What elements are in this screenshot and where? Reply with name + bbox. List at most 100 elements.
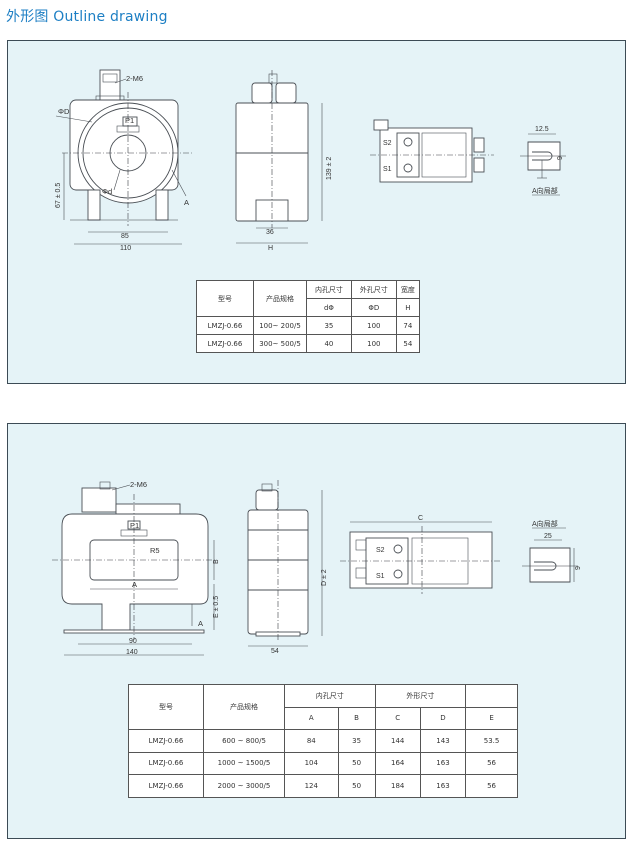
top-view-2: C S2 S1 [340, 515, 500, 594]
table-row: LMZJ-0.66 600 ~ 800/5 84 35 144 143 53.5 [128, 729, 518, 753]
front-view-1: 2-M6 P1 ΦD Φd A 67 ± 0.5 85 110 [55, 69, 192, 252]
hole-leader [114, 78, 127, 84]
phid-leader [113, 169, 121, 191]
dim-A-inner: A [132, 580, 137, 589]
t2-cell-A: 124 [284, 774, 339, 798]
side-view-1: 139 ± 2 36 H [235, 70, 333, 252]
terminal-base [95, 95, 125, 101]
s2-label: S2 [383, 140, 392, 147]
detail-A-2: A向局部 25 9 [522, 519, 582, 583]
side-terminal-2 [255, 489, 279, 511]
t1-cell-D: 100 [350, 334, 397, 353]
terminal-screw [102, 73, 118, 83]
t2-cell-E: 56 [465, 774, 518, 798]
view-A-arrow [171, 169, 187, 197]
t2-cell-B: 50 [337, 751, 376, 775]
dim-B-text: B [213, 559, 220, 564]
s1-label-2: S1 [376, 573, 385, 580]
detail-dim-25: 25 [544, 533, 552, 540]
r5-label: R5 [150, 546, 160, 555]
dim-54-text: 54 [271, 648, 279, 655]
terminal-s1-screw-2 [393, 569, 403, 579]
table-row: LMZJ-0.66 2000 ~ 3000/5 124 50 184 163 5… [128, 774, 518, 798]
dim-85-text: 85 [121, 233, 129, 240]
t2-sub-D: D [419, 706, 467, 730]
t2-sub-B: B [337, 706, 376, 730]
page-title: 外形图 Outline drawing [6, 9, 168, 25]
t1-header-spec: 产品规格 [253, 280, 307, 317]
terminal-screw-2 [99, 481, 111, 490]
table-row: LMZJ-0.66 1000 ~ 1500/5 104 50 164 163 5… [128, 751, 518, 775]
t2-cell-C: 164 [374, 751, 421, 775]
dim-H-text: H [268, 245, 273, 252]
t2-cell-model: LMZJ-0.66 [128, 751, 204, 775]
t2-sub-C: C [374, 706, 421, 730]
t2-header-blank [465, 684, 518, 708]
t2-cell-C: 184 [374, 774, 421, 798]
t2-cell-D: 143 [419, 729, 467, 753]
t1-cell-H: 54 [395, 334, 421, 353]
t2-cell-B: 50 [337, 774, 376, 798]
dim-90-text: 90 [129, 638, 137, 645]
t2-sub-E: E [465, 706, 518, 730]
side-view-2: D ± 2 54 [247, 480, 328, 655]
side-screw [268, 73, 278, 84]
t2-cell-B: 35 [337, 729, 376, 753]
view-A-label: A [184, 198, 189, 207]
t1-header-width: 宽度 [395, 280, 421, 299]
t2-cell-model: LMZJ-0.66 [128, 729, 204, 753]
top-tab-r1 [473, 137, 485, 153]
dim-D-text: D ± 2 [321, 569, 328, 586]
top-tab-2b [355, 567, 367, 579]
t2-cell-spec: 600 ~ 800/5 [203, 729, 285, 753]
t2-cell-spec: 2000 ~ 3000/5 [203, 774, 285, 798]
terminal-s2-screw-2 [393, 544, 403, 554]
detail-caption-2: A向局部 [532, 519, 558, 528]
s2-label-2: S2 [376, 547, 385, 554]
dim-139-text: 139 ± 2 [326, 157, 333, 180]
detail-dim-125: 12.5 [535, 126, 549, 133]
phid-label: Φd [102, 187, 112, 196]
t1-cell-d: 40 [306, 334, 352, 353]
top-tab-tl [373, 119, 389, 131]
table-row: LMZJ-0.66 300~ 500/5 40 100 54 [196, 334, 421, 353]
p1-label: P1 [125, 116, 134, 125]
dim-E-text: E ± 0.5 [213, 596, 220, 618]
p1-label-2: P1 [130, 521, 139, 530]
t2-cell-E: 53.5 [465, 729, 518, 753]
t2-header-model: 型号 [128, 684, 204, 730]
t2-sub-A: A [284, 706, 339, 730]
t2-cell-C: 144 [374, 729, 421, 753]
phiD-leader [55, 115, 93, 123]
spec-table-2: 型号 产品规格 内孔尺寸 外形尺寸 A B C D E LMZJ-0.66 60… [128, 684, 518, 798]
detail-caption: A向局部 [532, 186, 558, 195]
top-rail [115, 503, 181, 515]
dim-C-text: C [418, 515, 423, 522]
t1-cell-spec: 300~ 500/5 [253, 334, 307, 353]
hole-label-2: 2-M6 [130, 480, 147, 489]
top-view-1: S2 S1 [370, 119, 494, 183]
dim-110-text: 110 [120, 245, 131, 252]
side-terminal-right [275, 82, 297, 104]
t2-cell-model: LMZJ-0.66 [128, 774, 204, 798]
terminal-block-2 [81, 487, 117, 513]
detail-plate-2 [529, 547, 571, 583]
terminal-s1-screw [403, 163, 413, 173]
t2-cell-A: 104 [284, 751, 339, 775]
hole-label: 2-M6 [126, 74, 143, 83]
side-screw-2 [261, 483, 273, 492]
t2-cell-A: 84 [284, 729, 339, 753]
dim-67-text: 67 ± 0.5 [55, 183, 62, 208]
s1-label: S1 [383, 166, 392, 173]
t2-header-spec: 产品规格 [203, 684, 285, 730]
phiD-label: ΦD [58, 107, 70, 116]
spec-table-1: 型号 产品规格 内孔尺寸 外孔尺寸 宽度 dΦ ΦD H LMZJ-0.66 1… [196, 280, 421, 353]
t2-header-outer: 外形尺寸 [374, 684, 467, 708]
t2-cell-E: 56 [465, 751, 518, 775]
t2-cell-D: 163 [419, 751, 467, 775]
hole-leader-2 [111, 484, 131, 491]
view-A-label-2: A [198, 619, 203, 628]
t2-cell-D: 163 [419, 774, 467, 798]
